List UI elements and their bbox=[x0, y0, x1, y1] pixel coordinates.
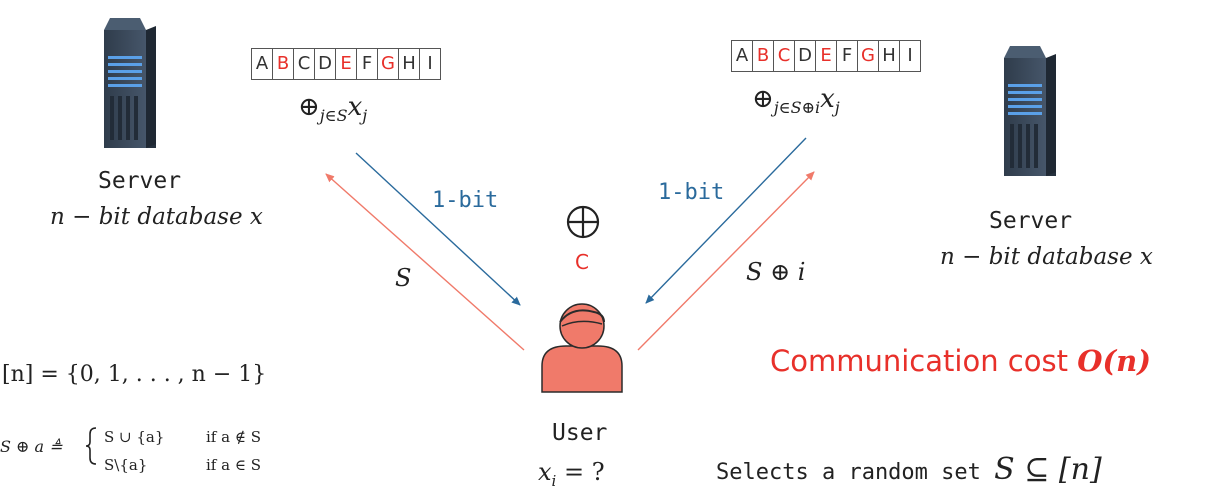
left-db-cell: D bbox=[315, 49, 336, 79]
left-db-cell: B bbox=[273, 49, 294, 79]
communication-cost: Communication cost O(n) bbox=[770, 344, 1151, 378]
selects-random-set: Selects a random set S ⊆ [n] bbox=[716, 452, 1102, 487]
right-db-cell: I bbox=[907, 45, 913, 66]
right-db-cell: A bbox=[732, 41, 753, 71]
selects-prefix: Selects a random set bbox=[716, 460, 995, 485]
right-db-cell: G bbox=[858, 41, 879, 71]
left-server-db-label: n − bit database x bbox=[50, 204, 263, 230]
left-db-cell: H bbox=[399, 49, 420, 79]
left-xor-sum: ⊕j∈Sxj bbox=[298, 92, 367, 125]
xor-definition-left: S ⊕ a ≜ bbox=[0, 437, 63, 456]
case-2-cond: if a ∈ S bbox=[206, 456, 261, 474]
left-db-cell: A bbox=[252, 49, 273, 79]
left-server-label: Server bbox=[98, 168, 182, 194]
xor-symbol: ⊕ bbox=[298, 92, 320, 122]
user-query-sub: i bbox=[551, 471, 557, 490]
range-definition: [n] = {0, 1, . . . , n − 1} bbox=[2, 362, 267, 387]
case-2-expr: S\{a} bbox=[104, 456, 148, 474]
right-query-arrow bbox=[637, 171, 815, 351]
right-db-cell: B bbox=[753, 41, 774, 71]
user-query: xi = ? bbox=[538, 458, 605, 490]
user-query-rest: = ? bbox=[556, 458, 605, 486]
right-db-cell: F bbox=[837, 41, 858, 71]
right-server-db-label: n − bit database x bbox=[940, 244, 1153, 270]
xor-var-sub: j bbox=[362, 106, 368, 125]
combine-label: C bbox=[575, 250, 589, 274]
left-db-cell: C bbox=[294, 49, 315, 79]
right-db-cell: E bbox=[816, 41, 837, 71]
right-response-arrow bbox=[645, 137, 807, 304]
left-db-cell: I bbox=[427, 53, 433, 74]
right-db-cell: H bbox=[879, 41, 900, 71]
selects-math: S ⊆ [n] bbox=[994, 452, 1102, 487]
cost-value: O(n) bbox=[1077, 344, 1151, 378]
xor-var: x bbox=[347, 92, 363, 122]
user-query-var: x bbox=[538, 458, 552, 486]
cases-brace bbox=[85, 427, 97, 465]
right-server-label: Server bbox=[989, 208, 1073, 234]
left-server-icon bbox=[104, 18, 156, 148]
xor-combine-icon bbox=[566, 205, 600, 239]
right-response-label: 1-bit bbox=[658, 180, 725, 205]
left-response-label: 1-bit bbox=[432, 188, 499, 213]
right-server-icon bbox=[1004, 46, 1056, 176]
user-label: User bbox=[552, 420, 608, 446]
xor-subscript: j∈S⊕i bbox=[773, 98, 821, 117]
left-response-arrow bbox=[355, 152, 521, 306]
right-xor-sum: ⊕j∈S⊕ixj bbox=[752, 84, 840, 117]
left-db-cell: G bbox=[378, 49, 399, 79]
left-db-cell: E bbox=[336, 49, 357, 79]
right-db-cell: C bbox=[774, 41, 795, 71]
xor-var-sub: j bbox=[834, 98, 840, 117]
left-query-arrow bbox=[325, 173, 525, 351]
xor-symbol: ⊕ bbox=[752, 84, 774, 114]
left-db-cell: F bbox=[357, 49, 378, 79]
xor-var: x bbox=[820, 84, 835, 114]
left-query-label: S bbox=[395, 264, 412, 292]
right-db-cell: D bbox=[795, 41, 816, 71]
right-query-label: S ⊕ i bbox=[746, 258, 806, 286]
user-icon bbox=[541, 303, 623, 393]
case-1-cond: if a ∉ S bbox=[206, 428, 261, 446]
cost-prefix: Communication cost bbox=[770, 344, 1078, 378]
case-1-expr: S ∪ {a} bbox=[104, 428, 165, 446]
xor-subscript: j∈S bbox=[319, 106, 348, 125]
